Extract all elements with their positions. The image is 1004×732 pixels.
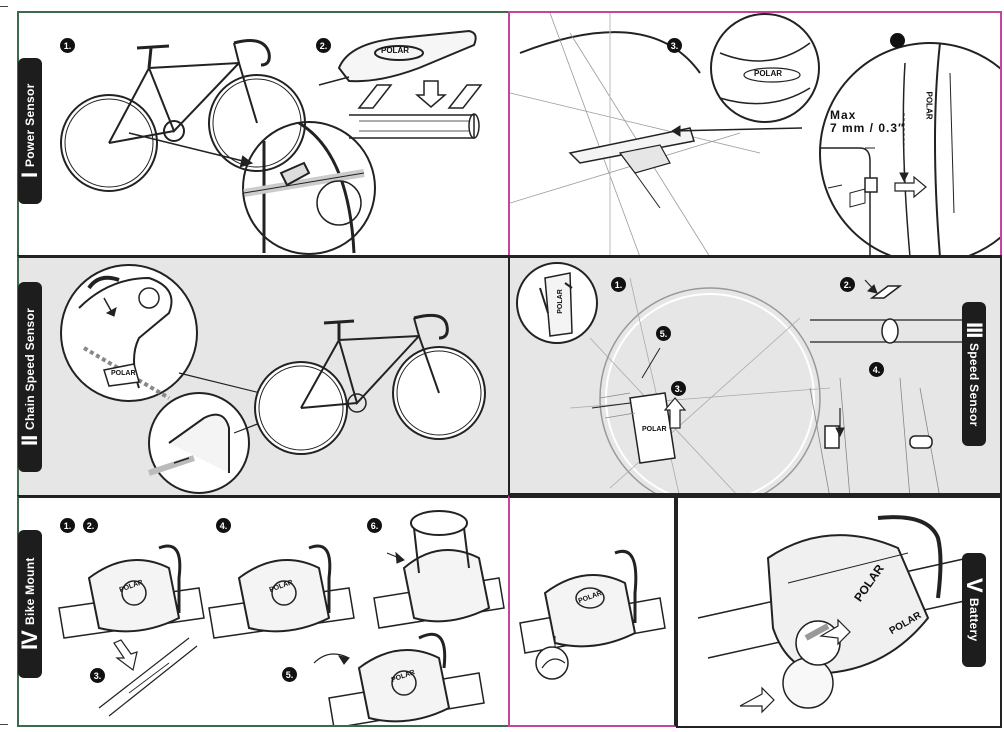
polar-logo-chain: POLAR xyxy=(111,370,136,377)
polar-logo-speed: POLAR xyxy=(556,289,564,314)
section-tab-chain-speed-sensor: II Chain Speed Sensor xyxy=(17,282,42,472)
panel-bike-mount: POLAR POLAR POLAR 1. 2. 3. 4. 5. 6. xyxy=(17,495,508,727)
panel-chain-speed-sensor: POLAR xyxy=(17,255,508,495)
panel-speed-sensor: POLAR POLAR 1. 2. 3. 4. 5. xyxy=(508,255,1002,495)
step-badge-speed-1: 1. xyxy=(611,277,626,292)
max-label: Max xyxy=(830,108,857,122)
step-badge-mount-6: 6. xyxy=(367,518,382,533)
max-value: 7 mm / 0.3″ xyxy=(830,121,905,135)
step-badge-power-2: 2. xyxy=(316,38,331,53)
step-badge-power-4 xyxy=(890,33,905,48)
bike-mount-detail-illustration xyxy=(519,550,666,680)
step-badge-mount-3: 3. xyxy=(90,668,105,683)
step-badge-power-3: 3. xyxy=(667,38,682,53)
step-badge-speed-3: 3. xyxy=(671,381,686,396)
step-badge-mount-2: 2. xyxy=(83,518,98,533)
step-badge-power-1: 1. xyxy=(60,38,75,53)
section-tab-speed-sensor: III Speed Sensor xyxy=(962,302,987,446)
step-badge-mount-4: 4. xyxy=(216,518,231,533)
step-badge-speed-4: 4. xyxy=(869,362,884,377)
section-tab-battery: V Battery xyxy=(962,553,987,667)
chain-speed-sensor-illustration xyxy=(60,264,486,494)
crop-mark-top xyxy=(0,6,8,7)
panel-bike-mount-detail: POLAR xyxy=(508,495,676,727)
panel-battery: POLAR POLAR xyxy=(676,495,1002,728)
polar-logo-power: POLAR xyxy=(381,46,409,55)
battery-illustration xyxy=(697,515,979,714)
power-sensor-illustration xyxy=(60,29,483,255)
step-badge-speed-2: 2. xyxy=(840,277,855,292)
step-badge-mount-1: 1. xyxy=(60,518,75,533)
section-tab-bike-mount: IV Bike Mount xyxy=(17,530,42,678)
panel-power-sensor: POLAR 1. 2. xyxy=(17,11,508,255)
step-badge-mount-5: 5. xyxy=(282,667,297,682)
speed-sensor-illustration xyxy=(516,262,980,493)
polar-logo-detail: POLAR xyxy=(754,69,782,78)
bike-mount-illustration xyxy=(58,510,505,725)
crop-mark-bottom xyxy=(0,724,8,725)
step-badge-speed-5: 5. xyxy=(656,326,671,341)
section-tab-power-sensor: I Power Sensor xyxy=(17,58,42,204)
polar-logo-detail-rotated: POLAR xyxy=(924,91,934,120)
polar-logo-speed-sensor: POLAR xyxy=(642,426,667,433)
power-sensor-detail-illustration xyxy=(510,13,1000,255)
panel-power-sensor-detail: POLAR POLAR Max 7 mm / 0.3″ 3. xyxy=(508,11,1002,255)
max-clearance-label: Max 7 mm / 0.3″ xyxy=(830,109,905,135)
